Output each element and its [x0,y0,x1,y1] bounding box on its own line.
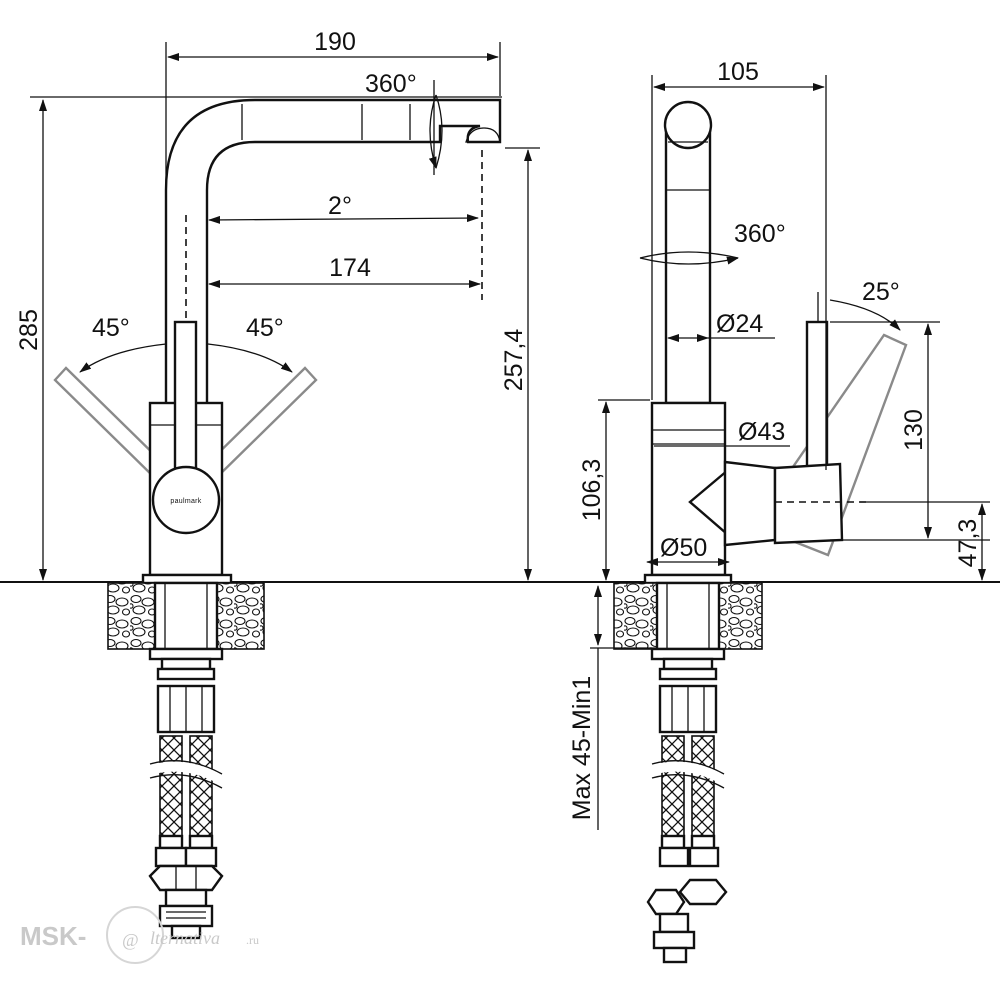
side-lever-height-dim: 130 [900,409,928,451]
front-spout [164,98,502,414]
watermark: MSK- @ lternativa .ru [20,906,259,964]
front-lever-left-angle: 45° [92,314,130,342]
side-view: 105 360° Ø24 Ø43 Ø50 106,3 25° 130 47,3 [568,58,990,964]
front-height-dim: 285 [15,309,43,351]
watermark-name: lternativa [150,928,220,948]
side-lever-axis-dim: 47,3 [954,519,982,568]
brand-logo-text: paulmark [170,498,201,505]
side-lever-angle: 25° [862,278,900,306]
side-body-diameter: Ø43 [738,418,785,446]
front-reach-dim: 174 [329,254,371,282]
front-rotation-label: 360° [365,70,417,98]
watermark-tld: .ru [246,933,259,947]
side-base-diameter: Ø50 [660,534,707,562]
side-depth-dim: 105 [717,58,759,86]
front-outlet-height-dim: 257,4 [500,329,528,392]
side-body-height-dim: 106,3 [578,459,606,522]
front-spout-angle: 2° [328,192,352,220]
watermark-at: @ [122,930,139,950]
side-countertop-thickness: Max 45-Min1 [568,676,596,821]
side-rotation-label: 360° [734,220,786,248]
side-spout-head [663,100,713,150]
side-lever [805,320,829,474]
front-lever [173,320,198,474]
front-view: paulmark [15,28,540,940]
paulmark-logo [151,465,221,535]
side-spout-column [664,126,712,405]
watermark-prefix: MSK- [20,921,86,951]
front-width-dim: 190 [314,28,356,56]
side-spout-diameter: Ø24 [716,310,763,338]
front-lever-right-angle: 45° [246,314,284,342]
